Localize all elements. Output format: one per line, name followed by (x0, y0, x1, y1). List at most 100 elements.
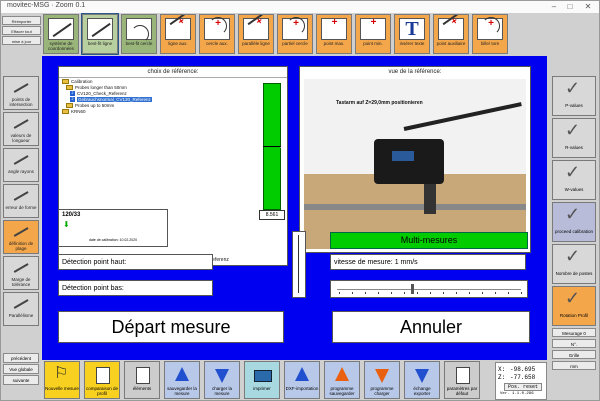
dxf-importation-icon (292, 365, 312, 385)
erreur-de-forme-button[interactable]: erreur de forme (3, 184, 39, 218)
point-auxiliaire-label: point auxiliaire (436, 41, 466, 46)
points-de-intersection-icon (10, 80, 32, 96)
speed-slider-tick (482, 292, 483, 294)
annuler-button[interactable]: Annuler (332, 311, 530, 343)
programme-charger-button[interactable]: programme charger (364, 361, 400, 399)
elements-icon (132, 365, 152, 385)
mm-button[interactable]: mm (552, 361, 596, 370)
parametres-par-defaut-button[interactable]: paramètres par défaut (444, 361, 480, 399)
programme-sauvegarder-button[interactable]: programme sauvegarder (324, 361, 360, 399)
bille-tore-label: bille/ tore (480, 41, 500, 46)
tree-item[interactable]: Probes longer than 50mm (62, 85, 152, 91)
inserer-texte-label: insérer texte (399, 41, 425, 46)
reference-badge-icon: 2 (70, 91, 75, 97)
parallelisme-button[interactable]: Parallélisme (3, 292, 39, 326)
points-de-intersection-button[interactable]: points de intersection (3, 76, 39, 110)
precedent-button[interactable]: précédent (3, 353, 39, 363)
w-values-icon (559, 162, 589, 186)
cercle-aux-label: cercle aux. (206, 41, 228, 46)
gauge-right-arrow-icon: ◂ (280, 145, 284, 151)
photo-caption: Tastarm auf Z=29,0mm positionieren (336, 100, 423, 106)
n-button[interactable]: N°. (552, 339, 596, 348)
ligne-aux-icon (165, 18, 191, 40)
comparaison-de-profil-button[interactable]: comparaison de profil (84, 361, 120, 399)
maximize-icon[interactable]: □ (567, 2, 573, 11)
sauvegarder-la-mesure-button[interactable]: sauvegarder la mesure (164, 361, 200, 399)
imprimer-button[interactable]: imprimer (244, 361, 280, 399)
cercle-aux-button[interactable]: cercle aux. (199, 14, 235, 54)
rotation-profil-button[interactable]: Rotation Profil (552, 286, 596, 326)
point-max-button[interactable]: point max. (316, 14, 352, 54)
close-icon[interactable]: ✕ (584, 2, 592, 11)
top-small-button[interactable]: mise à jour (2, 36, 41, 45)
comparaison-de-profil-icon (92, 365, 112, 385)
speed-slider-tick (378, 292, 379, 294)
vertical-slider[interactable] (292, 231, 306, 298)
nombre-de-postes-button[interactable]: Nombre de postes (552, 244, 596, 284)
speed-slider-thumb[interactable] (410, 284, 414, 294)
marge-de-tolerance-button[interactable]: Marge de tolérance (3, 256, 39, 290)
parallele-ligne-label: parallèle ligne (242, 41, 270, 46)
w-values-label: W-values (564, 187, 584, 192)
point-min-button[interactable]: point min. (355, 14, 391, 54)
title-bar: movitec-MSG · Zoom 0.1 – □ ✕ (1, 1, 599, 14)
charger-la-mesure-button[interactable]: charger la mesure (204, 361, 240, 399)
gauge-left-arrow-icon: ▸ (256, 145, 260, 151)
bille-tore-icon (477, 17, 503, 40)
nouvelle-mesure-button[interactable]: Nouvelle mesure (44, 361, 80, 399)
folder-icon (62, 109, 69, 115)
best-fit-cercle-button[interactable]: best-fit cercle (121, 14, 157, 54)
pos-reset-button[interactable]: Pos. reset (504, 383, 543, 391)
top-small-button[interactable]: Réimporter (2, 16, 41, 25)
speed-slider-tick (404, 292, 405, 294)
parallele-ligne-button[interactable]: parallèle ligne (238, 14, 274, 54)
right-values-column: P-valuesR-valuesW-values proceed calibrat… (547, 56, 599, 400)
detection-point-bas-field[interactable]: Détection point bas: (58, 280, 213, 296)
best-fit-ligne-button[interactable]: best-fit ligne (81, 13, 119, 55)
detection-point-haut-field[interactable]: Détection point haut: (58, 254, 213, 270)
rotation-profil-label: Rotation Profil (559, 313, 589, 318)
point-auxiliaire-button[interactable]: point auxiliaire (433, 14, 469, 54)
speed-slider[interactable] (330, 280, 528, 298)
angle-rayons-button[interactable]: angle rayons (3, 148, 39, 182)
w-values-button[interactable]: W-values (552, 160, 596, 200)
r-values-icon (559, 120, 589, 144)
multi-mesures-button[interactable]: Multi-mesures (330, 232, 528, 249)
tree-item[interactable]: KRN60 (62, 109, 152, 115)
depart-mesure-button[interactable]: Départ mesure (58, 311, 284, 343)
definition-de-plage-button[interactable]: définition de plage (3, 220, 39, 254)
speed-slider-tick (365, 292, 366, 294)
bille-tore-button[interactable]: bille/ tore (472, 14, 508, 54)
tree-item[interactable]: Probes up to 50mm (62, 103, 152, 109)
photo-rail (304, 204, 526, 210)
speed-slider-tick (339, 292, 340, 294)
mesurage-button[interactable]: Mesurage 0 (552, 328, 596, 337)
tree-item[interactable]: Calibration (62, 79, 152, 85)
valeurs-de-longueur-icon (10, 116, 32, 132)
top-small-button[interactable]: Effacer tout (2, 26, 41, 35)
p-values-button[interactable]: P-values (552, 76, 596, 116)
grille-button[interactable]: Grille (552, 350, 596, 359)
ligne-aux-button[interactable]: ligne aux. (160, 14, 196, 54)
valeurs-de-longueur-button[interactable]: valeurs de longueur (3, 112, 39, 146)
systeme-de-coordonnees-button[interactable]: système de coordonnées (43, 14, 79, 54)
proceed-calibration-button[interactable]: proceed calibration (552, 202, 596, 242)
r-values-button[interactable]: R-values (552, 118, 596, 158)
dxf-importation-button[interactable]: DXF-importation (284, 361, 320, 399)
definition-de-plage-icon (10, 224, 32, 240)
position-gauge (263, 83, 281, 210)
definition-de-plage-label: définition de plage (8, 241, 34, 251)
imprimer-icon (252, 365, 272, 385)
partiel-cercle-button[interactable]: partiel cercle (277, 14, 313, 54)
vue-globale-button[interactable]: Vue globale (3, 364, 39, 374)
elements-button[interactable]: éléments (124, 361, 160, 399)
echange-exporter-button[interactable]: échange exporter (404, 361, 440, 399)
suivante-button[interactable]: suivante (3, 375, 39, 385)
minimize-icon[interactable]: – (551, 2, 557, 11)
